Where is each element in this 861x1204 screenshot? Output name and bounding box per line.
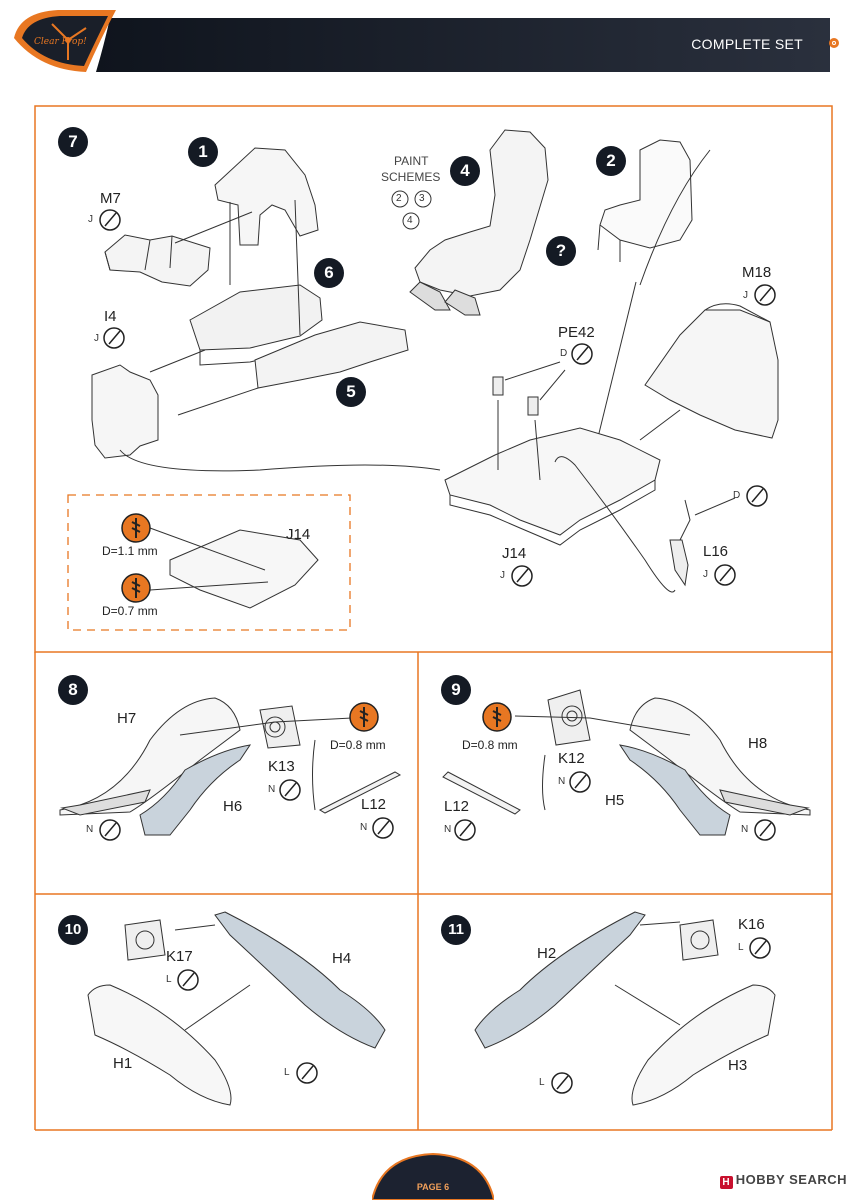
header-title: COMPLETE SET xyxy=(691,36,803,52)
step-11-badge: 11 xyxy=(441,915,471,945)
drill-icon xyxy=(121,513,512,732)
watermark-text: HOBBY SEARCH xyxy=(735,1172,847,1187)
part-k13-label: K13 xyxy=(268,758,295,775)
drill-box-drawing xyxy=(149,527,319,609)
step-11-drawing xyxy=(474,911,776,1106)
step-9-drill-label: D=0.8 mm xyxy=(462,738,518,752)
part-j14-label: J14 xyxy=(502,545,527,562)
subassembly-6-badge: 6 xyxy=(314,258,344,288)
part-k17-code: L xyxy=(166,974,172,985)
part-l12-code: N xyxy=(360,822,368,833)
part-pe42-label: PE42 xyxy=(558,324,595,341)
subassembly-2-badge: 2 xyxy=(596,146,626,176)
part-k16-label: K16 xyxy=(738,916,765,933)
part-h5-label: H5 xyxy=(605,792,625,809)
step-7-badge: 7 xyxy=(58,127,88,157)
schemes-label: SCHEMES xyxy=(381,170,441,184)
glue-icon xyxy=(99,209,776,1094)
header-bar: Clear Prop! COMPLETE SET xyxy=(0,0,861,80)
part-h4-label: H4 xyxy=(332,950,352,967)
part-l16-label: L16 xyxy=(703,543,729,560)
step-11-bottom-code: L xyxy=(539,1077,545,1088)
drill-2-label: D=0.7 mm xyxy=(102,604,158,618)
step-7-frame xyxy=(34,105,833,653)
header-target-icon xyxy=(829,38,839,48)
watermark-mark: H xyxy=(719,1176,733,1189)
logo-text: Clear Prop! xyxy=(34,37,87,47)
page-number: PAGE 6 xyxy=(416,1182,450,1192)
part-h2-label: H2 xyxy=(537,945,557,962)
part-h3-label: H3 xyxy=(728,1057,748,1074)
drill-1-label: D=1.1 mm xyxy=(102,544,158,558)
step-8-badge: 8 xyxy=(58,675,88,705)
step-10-badge: 10 xyxy=(58,915,88,945)
step-8-drill-label: D=0.8 mm xyxy=(330,738,386,752)
part-k12-label: K12 xyxy=(558,750,585,767)
paint-scheme-3: 3 xyxy=(419,193,425,204)
part-i4-label: I4 xyxy=(104,308,117,325)
part-l12b-code: N xyxy=(444,824,452,835)
part-m7-label: M7 xyxy=(100,190,121,207)
part-h8-label: H8 xyxy=(748,735,768,752)
part-h7-label: H7 xyxy=(117,710,137,727)
drill-box-part-label: J14 xyxy=(286,526,311,543)
l16-wire-code: D xyxy=(733,490,741,501)
part-k13-code: N xyxy=(268,784,276,795)
step-8-drawing xyxy=(59,697,402,836)
step-7-drawing xyxy=(91,129,779,593)
subassembly-5-badge: 5 xyxy=(336,377,366,407)
part-l12-label: L12 xyxy=(361,796,387,813)
part-pe42-code: D xyxy=(560,348,568,359)
step-9-drawing xyxy=(442,689,811,836)
paint-label: PAINT xyxy=(394,154,429,168)
part-i4-code: J xyxy=(94,333,99,344)
header-background xyxy=(14,10,830,72)
part-l16-code: J xyxy=(703,569,708,580)
step-9-badge: 9 xyxy=(441,675,471,705)
part-j14-code: J xyxy=(500,570,505,581)
part-l12b-label: L12 xyxy=(444,798,470,815)
subassembly-1-badge: 1 xyxy=(188,137,218,167)
part-m7-code: J xyxy=(88,214,93,225)
part-m18-label: M18 xyxy=(742,264,772,281)
unknown-color-badge: ? xyxy=(546,236,576,266)
step-10-bottom-code: L xyxy=(284,1067,290,1078)
paint-scheme-4: 4 xyxy=(407,215,413,226)
brand-logo: Clear Prop! xyxy=(22,14,112,64)
step-9-right-code: N xyxy=(741,824,749,835)
part-k17-label: K17 xyxy=(166,948,193,965)
part-k16-code: L xyxy=(738,942,744,953)
part-h1-label: H1 xyxy=(113,1055,133,1072)
step-10-drawing xyxy=(87,911,386,1106)
paint-scheme-2: 2 xyxy=(396,193,402,204)
part-h6-label: H6 xyxy=(223,798,243,815)
step-8-left-code: N xyxy=(86,824,94,835)
drill-detail-box xyxy=(67,494,351,631)
part-k12-code: N xyxy=(558,776,566,787)
part-m18-code: J xyxy=(743,290,748,301)
subassembly-4-badge: 4 xyxy=(450,156,480,186)
page-footer: PAGE 6 xyxy=(370,1148,496,1201)
footer-tab xyxy=(370,1152,496,1201)
